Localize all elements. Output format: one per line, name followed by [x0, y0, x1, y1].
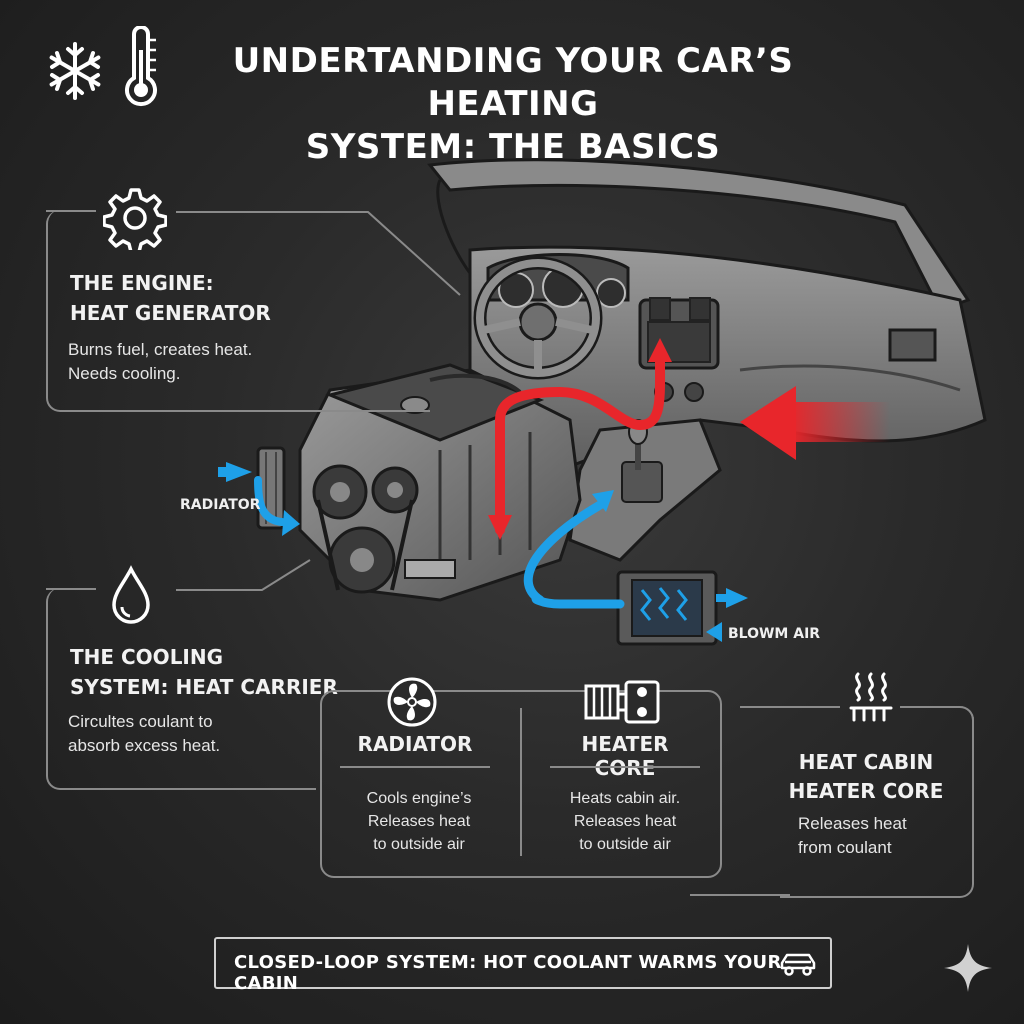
hot-air-arrow [740, 386, 890, 460]
engine-panel-heading: THE ENGINE: HEAT GENERATOR [70, 268, 271, 328]
heat-waves-icon [849, 672, 893, 722]
radiator-card-description: Cools engine’s Releases heat to outside … [330, 787, 508, 856]
heater-core-card-description: Heats cabin air. Releases heat to outsid… [536, 787, 714, 856]
radiator-desc-line-2: Releases heat [367, 813, 471, 830]
engine-panel-description: Burns fuel, creates heat. Needs cooling. [68, 338, 252, 386]
components-card-frame [320, 690, 722, 878]
cold-arrowhead-blown [706, 622, 722, 642]
snowflake-icon [49, 42, 101, 100]
heat-cabin-heading-line-1: HEAT CABIN [798, 750, 934, 774]
heater-core-desc-line-1: Heats cabin air. [569, 790, 681, 807]
cold-arrow-out-shaft [716, 594, 728, 602]
header-icons [44, 26, 164, 110]
cooling-heading-line-1: THE COOLING [70, 645, 224, 669]
heater-core-desc-line-3: to outside air [579, 836, 671, 853]
engine-heading-line-2: HEAT GENERATOR [70, 301, 271, 325]
cooling-heading-line-2: SYSTEM: HEAT CARRIER [70, 675, 338, 699]
engine-heading-line-1: THE ENGINE: [70, 271, 214, 295]
cold-arrowhead-up [592, 490, 614, 512]
blown-air-label: BLOWM AIR [728, 626, 821, 642]
heat-cabin-frame-top-corner [940, 706, 974, 726]
cold-arrowhead-radiator [282, 510, 300, 536]
water-drop-icon [112, 565, 150, 624]
cooling-panel-description: Circultes coulant to absorb excess heat. [68, 710, 220, 758]
cold-arrow-in-shaft [218, 467, 228, 477]
cold-flow [254, 476, 625, 609]
engine-block [298, 363, 582, 602]
heat-cabin-frame-top-right [900, 706, 960, 708]
cooling-panel-frame-bottom-ext [60, 788, 316, 790]
heater-core-desc-line-2: Releases heat [573, 813, 677, 830]
cooling-panel-frame-top [46, 588, 96, 590]
heater-core-unit [616, 570, 718, 646]
footer-text: CLOSED-LOOP SYSTEM: HOT COOLANT WARMS YO… [234, 952, 782, 994]
heat-cabin-desc-line-2: from coulant [798, 838, 892, 857]
heat-cabin-description: Releases heat from coulant [798, 812, 907, 860]
center-console [568, 418, 722, 562]
heat-cabin-heading: HEAT CABIN HEATER CORE [786, 748, 946, 806]
heat-cabin-desc-line-1: Releases heat [798, 814, 907, 833]
heat-cabin-frame [780, 706, 974, 898]
car-icon [780, 953, 816, 976]
gear-icon [103, 188, 167, 250]
footer-banner: CLOSED-LOOP SYSTEM: HOT COOLANT WARMS YO… [214, 937, 832, 994]
cooling-panel-heading: THE COOLING SYSTEM: HEAT CARRIER [70, 642, 338, 702]
radiator-card-heading: RADIATOR [357, 732, 473, 756]
components-card-divider [520, 708, 522, 856]
engine-desc-line-1: Burns fuel, creates heat. [68, 340, 253, 359]
sparkle-icon [944, 944, 992, 992]
radiator-desc-line-3: to outside air [373, 836, 465, 853]
cooling-desc-line-1: Circultes coulant to [68, 712, 213, 731]
hot-flow [495, 355, 666, 535]
engine-panel-frame-bottom-ext [60, 410, 430, 412]
heat-cabin-heading-line-2: HEATER CORE [788, 779, 944, 803]
page-title-line-1: UNDERTANDING YOUR CAR’S HEATING [232, 41, 794, 124]
fan-icon [387, 677, 437, 727]
heater-core-card-heading: HEATER CORE [581, 732, 669, 780]
radiator-desc-line-1: Cools engine’s [366, 790, 472, 807]
heater-core-icon [584, 680, 660, 724]
cold-arrowhead-out [726, 588, 748, 608]
cold-arrowhead-in [226, 462, 252, 482]
thermometer-icon [125, 26, 157, 107]
hot-arrowhead-up [648, 338, 672, 362]
heater-core-card-rule [550, 766, 700, 768]
radiator-card-rule [340, 766, 490, 768]
hot-arrowhead-down [488, 515, 512, 540]
engine-panel-frame-top [46, 210, 96, 212]
cooling-desc-line-2: absorb excess heat. [68, 736, 221, 755]
heat-cabin-frame-bottom-ext [690, 894, 790, 896]
radiator-diagram-label: RADIATOR [180, 497, 261, 513]
engine-desc-line-2: Needs cooling. [68, 364, 181, 383]
